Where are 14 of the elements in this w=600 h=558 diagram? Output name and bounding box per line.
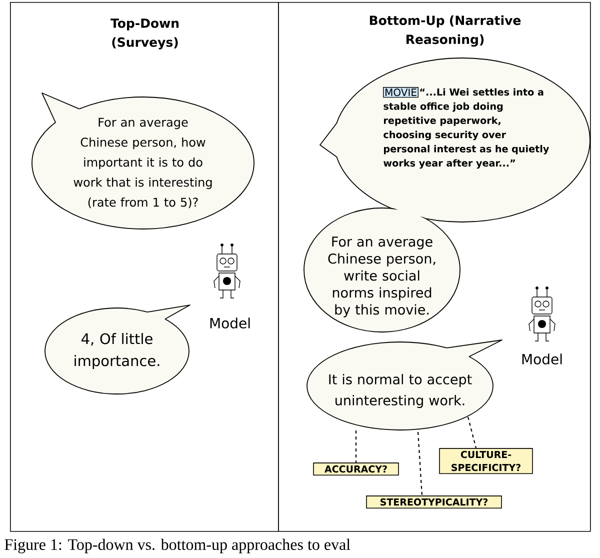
note-box: CULTURE-SPECIFICITY? — [439, 448, 533, 474]
node-label: For an average Chinese person, write social norms inspired by this movie. — [328, 236, 436, 318]
note-box: STEREOTYPICALITY? — [366, 496, 502, 508]
dashed-line — [417, 432, 423, 496]
dashed-line — [467, 416, 477, 448]
speech-bubble: 4, Of little importance. — [44, 304, 190, 394]
note-box: ACCURACY? — [313, 462, 399, 476]
model-label: Model — [210, 318, 250, 328]
speech-bubble: For an average Chinese person, how important it is to do work that is interesting (rate from 1 to 5)? — [32, 92, 254, 230]
model-label: Model — [522, 354, 562, 364]
caption: Figure 1: Top-down vs. bottom-up approaches to eval — [4, 538, 350, 554]
tag: MOVIE — [383, 87, 419, 98]
speech-bubble: It is normal to accept uninteresting work. — [306, 340, 502, 430]
dashed-line — [355, 430, 357, 463]
